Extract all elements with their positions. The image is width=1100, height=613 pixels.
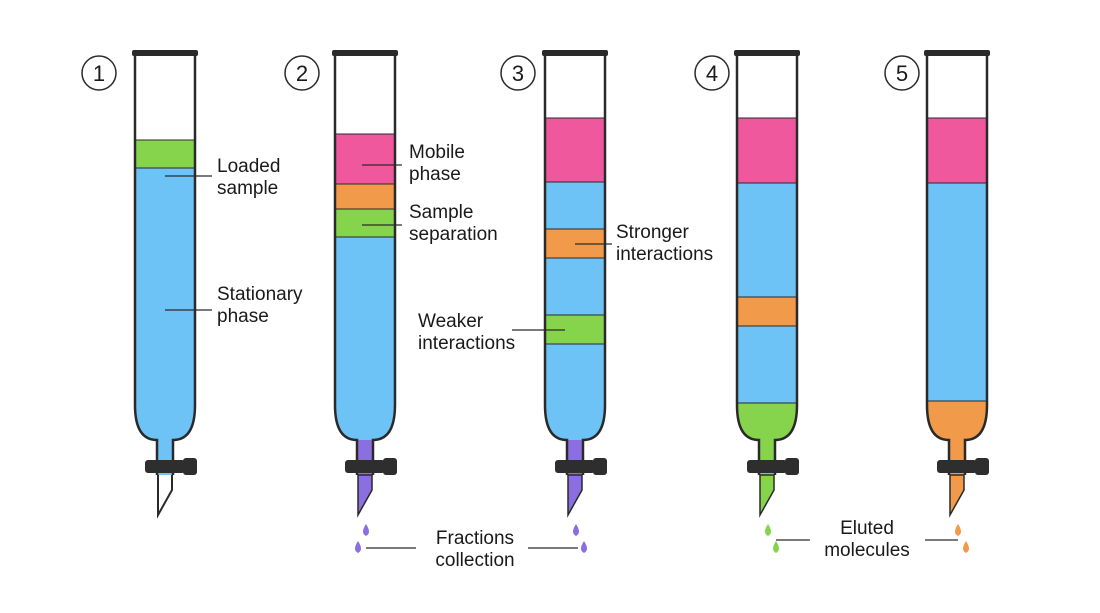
droplet-icon (581, 541, 587, 553)
droplet-icon (355, 541, 361, 553)
label-weaker-interactions-2: interactions (418, 333, 515, 354)
step-circle-3 (500, 55, 536, 91)
label-weaker-interactions: Weaker (418, 311, 484, 332)
outlet-tip (567, 474, 583, 518)
column-rim (132, 50, 198, 56)
mobile-phase-band (737, 118, 797, 183)
mobile-phase-band (335, 134, 395, 184)
column-rim (542, 50, 608, 56)
step-number-2: 2 (296, 61, 308, 86)
label-eluted-molecules-2: molecules (824, 540, 910, 561)
step-number-4: 4 (706, 61, 718, 86)
step-circle-4 (694, 55, 730, 91)
droplet-icon (963, 541, 969, 553)
column-outline (543, 55, 607, 475)
column-outline (735, 55, 799, 475)
column-outline (133, 55, 197, 475)
step-number-3: 3 (512, 61, 524, 86)
weak-band (335, 209, 395, 237)
column-5 (924, 50, 990, 518)
label-mobile-phase-2: phase (409, 164, 461, 185)
stopcock[interactable] (345, 458, 397, 475)
stopcock[interactable] (937, 458, 989, 475)
step-number-5: 5 (896, 61, 908, 86)
outlet-tip (949, 474, 965, 518)
column-rim (734, 50, 800, 56)
outlet-tip (357, 474, 373, 518)
outlet-tip (157, 475, 173, 519)
column-rim (332, 50, 398, 56)
loaded-sample-band (135, 140, 195, 168)
droplet-icon (363, 524, 369, 536)
label-stronger-interactions-2: interactions (616, 244, 713, 265)
step-number-1: 1 (93, 61, 105, 86)
column-2 (332, 50, 398, 518)
column-3 (542, 50, 608, 518)
label-stronger-interactions: Stronger (616, 222, 690, 243)
droplet-icon (955, 524, 961, 536)
label-fractions-collection: Fractions (436, 528, 514, 549)
step-circle-5 (884, 55, 920, 91)
label-sample-separation: Sample (409, 202, 473, 223)
droplets-column-5 (955, 524, 969, 553)
column-4 (734, 50, 800, 518)
label-stationary-phase-2: phase (217, 306, 269, 327)
strong-band (335, 184, 395, 209)
label-stationary-phase: Stationary (217, 284, 303, 305)
stopcock[interactable] (145, 458, 197, 475)
column-outline (333, 55, 397, 475)
step-circle-1 (81, 55, 117, 91)
stationary-phase (135, 168, 195, 475)
droplet-icon (765, 524, 771, 536)
label-loaded-sample-2: sample (217, 178, 278, 199)
column-outline (925, 55, 989, 475)
column-rim (924, 50, 990, 56)
droplets-column-2 (355, 524, 369, 553)
mobile-phase-band (927, 118, 987, 183)
droplet-icon (573, 524, 579, 536)
label-sample-separation-2: separation (409, 224, 498, 245)
droplets-column-3 (573, 524, 587, 553)
label-fractions-collection-2: collection (435, 550, 514, 571)
label-loaded-sample: Loaded (217, 156, 280, 177)
column-1 (132, 50, 198, 519)
stopcock[interactable] (747, 458, 799, 475)
droplets-column-4 (765, 524, 779, 553)
outlet-tip (759, 474, 775, 518)
step-circle-2 (284, 55, 320, 91)
label-eluted-molecules: Eluted (840, 518, 894, 539)
mobile-phase-band (545, 118, 605, 182)
strong-band (737, 297, 797, 326)
stopcock[interactable] (555, 458, 607, 475)
label-mobile-phase: Mobile (409, 142, 465, 163)
droplet-icon (773, 541, 779, 553)
